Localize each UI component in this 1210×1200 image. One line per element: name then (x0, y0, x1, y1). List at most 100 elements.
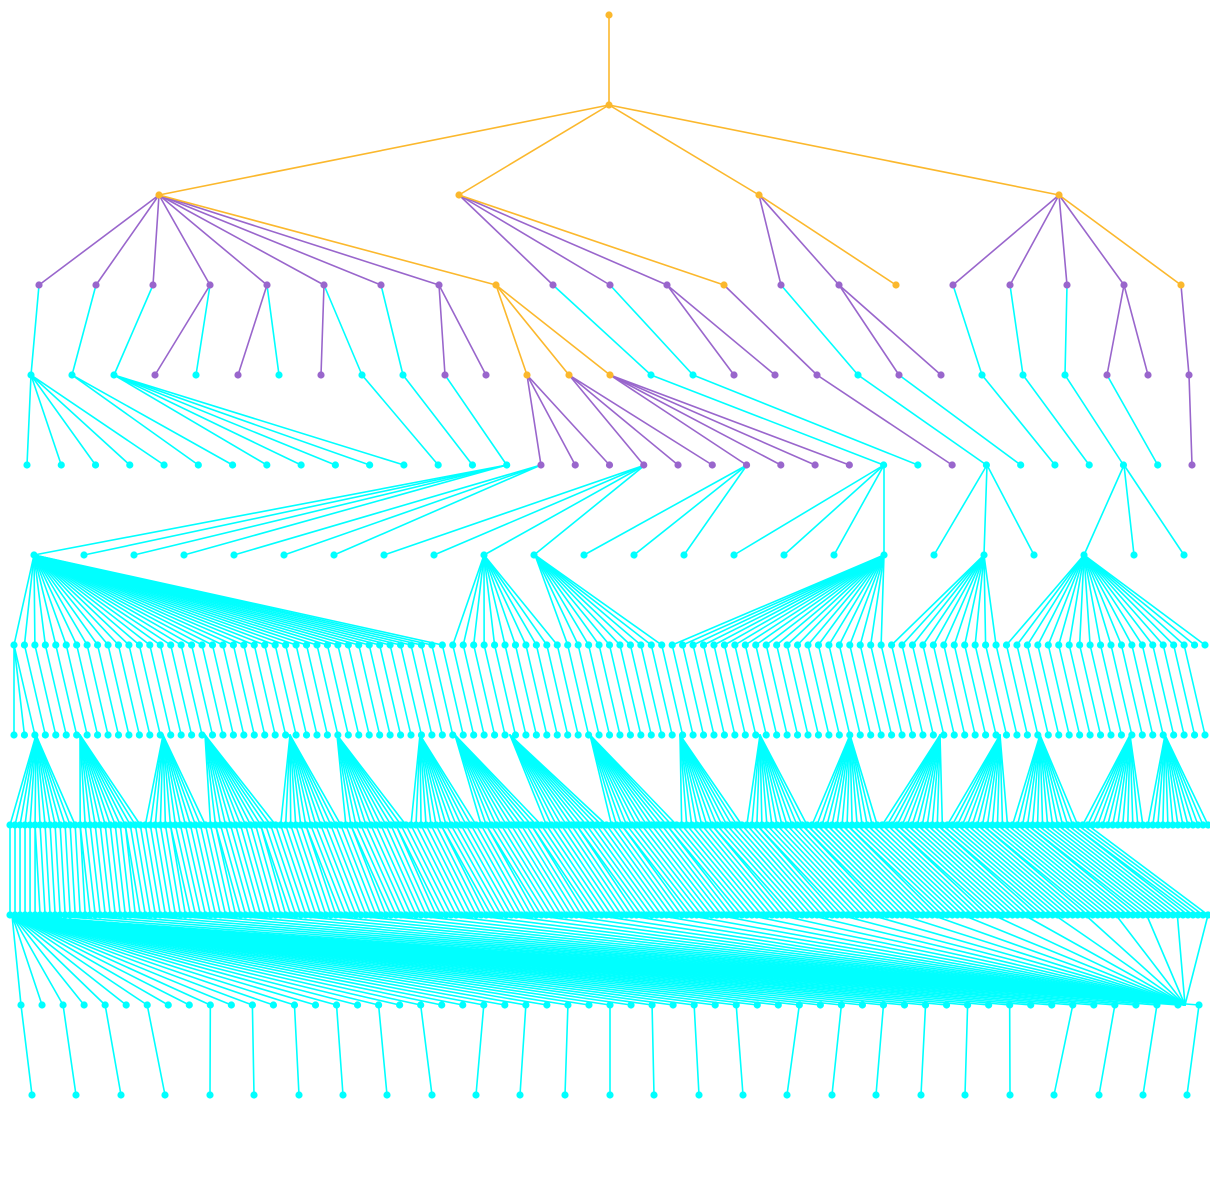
tree-node (27, 371, 35, 379)
tree-node (720, 731, 729, 739)
tree-edge (992, 914, 1186, 1006)
tree-node (1119, 911, 1127, 919)
tree-edge (744, 644, 768, 736)
tree-edge (1053, 1004, 1074, 1096)
tree-edge (1057, 644, 1081, 736)
tree-node (160, 461, 168, 469)
tree-edge (495, 284, 528, 376)
tree-edge (971, 824, 1079, 916)
tree-node (762, 731, 770, 739)
tree-edge (754, 554, 885, 646)
tree-node (121, 911, 129, 919)
tree-node (191, 821, 200, 829)
tree-node (31, 641, 39, 649)
tree-node (565, 371, 573, 379)
tree-edge (1089, 644, 1112, 736)
tree-node (267, 821, 275, 829)
tree-node (753, 911, 761, 919)
tree-edge (458, 104, 610, 196)
tree-node (992, 641, 1000, 649)
tree-node (236, 911, 245, 919)
tree-node (813, 911, 821, 919)
tree-edge (681, 644, 705, 736)
tree-edge (214, 824, 237, 916)
tree-edge (1106, 734, 1131, 826)
tree-edge (11, 914, 296, 1006)
tree-node (517, 911, 525, 919)
tree-node (271, 731, 279, 739)
tree-edge (898, 374, 1022, 466)
tree-node (428, 1091, 436, 1099)
tree-node (908, 731, 917, 739)
tree-node (114, 641, 123, 649)
tree-edge (347, 644, 371, 736)
tree-edge (124, 824, 137, 916)
tree-node (442, 911, 450, 919)
tree-node (366, 461, 374, 469)
tree-edge (162, 734, 182, 826)
tree-node (1051, 461, 1059, 469)
tree-node (362, 821, 370, 829)
tree-node (971, 731, 979, 739)
tree-node (1086, 641, 1094, 649)
tree-edge (598, 644, 621, 736)
tree-node (206, 1001, 214, 1009)
tree-node (763, 911, 771, 919)
tree-node (607, 821, 616, 829)
tree-node (650, 1091, 658, 1099)
tree-node (161, 821, 169, 829)
tree-edge (754, 644, 778, 736)
tree-node (447, 911, 455, 919)
tree-edge (139, 824, 157, 916)
tree-node (302, 731, 311, 739)
tree-edge (33, 554, 99, 646)
tree-node (577, 911, 586, 919)
tree-edge (33, 554, 193, 646)
tree-edge (410, 824, 457, 916)
tree-node (17, 1001, 25, 1009)
tree-node (818, 911, 826, 919)
tree-edge (71, 374, 234, 466)
tree-node (156, 731, 164, 739)
tree-node (940, 731, 948, 739)
tree-edge (454, 734, 543, 826)
tree-node (803, 821, 811, 829)
tree-node (755, 191, 763, 199)
tree-edge (510, 824, 568, 916)
tree-edge (44, 824, 51, 916)
tree-node (396, 641, 405, 649)
tree-node (347, 821, 355, 829)
tree-node (1153, 1001, 1161, 1009)
tree-edge (1001, 824, 1114, 916)
tree-node (683, 911, 691, 919)
tree-edge (253, 644, 276, 736)
tree-node (1086, 731, 1094, 739)
tree-node (185, 1001, 193, 1009)
tree-edge (158, 194, 325, 286)
tree-node (302, 821, 310, 829)
tree-edge (209, 824, 232, 916)
tree-node (372, 911, 380, 919)
tree-node (57, 461, 65, 469)
tree-edge (438, 284, 446, 376)
tree-edge (458, 194, 668, 286)
tree-edge (1086, 824, 1209, 916)
tree-edge (33, 554, 57, 646)
tree-node (693, 821, 701, 829)
tree-edge (943, 644, 966, 736)
tree-node (804, 731, 812, 739)
tree-node (272, 911, 280, 919)
tree-node (658, 911, 666, 919)
tree-edge (237, 284, 268, 376)
tree-node (547, 821, 555, 829)
tree-node (36, 911, 44, 919)
tree-node (271, 641, 279, 649)
tree-edge (575, 824, 643, 916)
tree-edge (1068, 644, 1091, 736)
tree-node (46, 821, 54, 829)
tree-edge (475, 1004, 485, 1096)
tree-edge (1172, 644, 1196, 736)
tree-node (337, 911, 345, 919)
tree-edge (451, 644, 475, 736)
tree-edge (284, 734, 291, 826)
